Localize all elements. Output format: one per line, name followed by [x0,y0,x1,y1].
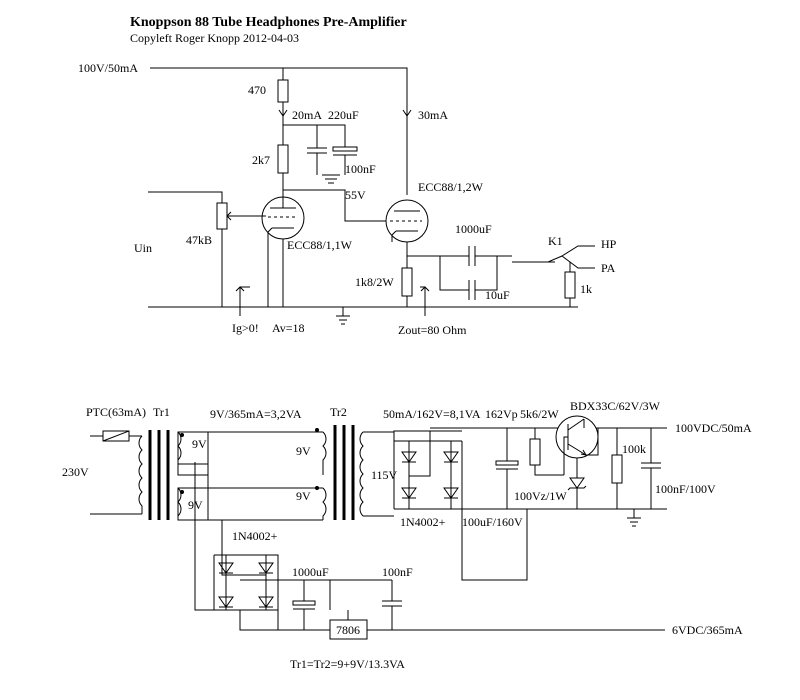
transistor-label: BDX33C/62V/3W [570,399,661,413]
tr2-core [333,425,355,520]
tr2-9v-a-label: 9V [296,444,311,458]
transistor-symbol [555,415,599,459]
resistor-2k7 [277,144,289,174]
diode-lv2 [218,596,234,608]
resistor-100k [611,454,623,484]
gain-label: Av=18 [272,321,305,335]
out-hv-label: 100VDC/50mA [675,421,752,435]
power-supply-circuit: PTC(63mA) Tr1 230V 9V 9V 9V/365mA=3,2VA … [62,399,752,671]
supply-label: 100V/50mA [78,61,138,75]
bridge-lv-label: 1N4002+ [232,529,278,543]
out-lv-label: 6VDC/365mA [672,623,743,637]
r-series-label: 5k6/2W [520,407,559,421]
diode-hv1 [401,451,417,463]
cap-lv-label: 1000uF [292,565,329,579]
resistor-1k8 [401,267,413,297]
tube2-label: ECC88/1,2W [418,180,484,194]
regulator-label: 7806 [336,623,360,637]
tr2-label: Tr2 [330,405,347,419]
amplifier-circuit: 100V/50mA 470 20mA 220uF 100nF 2k7 55V 3… [78,61,617,337]
cap-hv-out-label: 100nF/100V [655,482,716,496]
diode-lv4 [258,596,274,608]
ptc-label: PTC(63mA) [86,405,146,419]
input-label: Uin [134,241,152,255]
cap-hv-out-symbol [641,428,661,509]
r-load-label: 1k [580,282,592,296]
zout-label: Zout=80 Ohm [398,323,467,337]
footnote-label: Tr1=Tr2=9+9V/13.3VA [290,657,405,671]
current-stage2-label: 30mA [418,108,448,122]
tr1-label: Tr1 [153,405,170,419]
schematic-subtitle: Copyleft Roger Knopp 2012-04-03 [130,31,299,45]
diode-hv4 [443,487,459,499]
cap-lv2-label: 100nF [382,565,413,579]
r-bleed-label: 100k [622,442,646,456]
pot-label: 47kB [186,233,212,247]
bridge-hv-label: 1N4002+ [400,515,446,529]
cap-220uf-symbol [332,146,358,152]
diode-hv3 [443,451,459,463]
cap-1000uf-out-symbol [468,246,476,266]
r-anode-label: 2k7 [252,153,270,167]
cap-lv-symbol [292,600,316,606]
cap-10uf-out-symbol [468,280,476,300]
mains-label: 230V [62,465,89,479]
r-cathode-label: 1k8/2W [355,275,394,289]
r-top-label: 470 [248,83,266,97]
tr1-9v-a-label: 9V [192,437,207,451]
tr2-primary-b [322,487,327,520]
resistor-1k [564,271,576,299]
hp-label: HP [601,237,617,251]
resistor-5k6 [529,438,541,466]
cap-big-label: 220uF [328,108,359,122]
pa-label: PA [601,261,616,275]
cap-hv-symbol [495,460,519,466]
zener-diode [569,477,585,489]
tr2-9v-b-label: 9V [296,489,311,503]
hv-rating-label: 50mA/162V=8,1VA [383,407,481,421]
relay-label: K1 [548,234,563,248]
cap-hv-label: 100uF/160V [462,515,523,529]
grid-note-label: Ig>0! [232,321,259,335]
tr1-core [148,430,170,520]
current-stage1-label: 20mA [292,108,322,122]
resistor-470 [277,79,289,103]
diode-hv2 [401,487,417,499]
vpeak-label: 162Vp [485,407,518,421]
tube1-label: ECC88/1,1W [287,238,353,252]
v-anode-label: 55V [345,188,366,202]
tr1-primary [138,435,143,514]
cap-lv2-symbol [382,580,402,630]
schematic-title: Knoppson 88 Tube Headphones Pre-Amplifie… [130,15,407,30]
zener-label: 100Vz/1W [514,489,567,503]
tr2-secondary [359,431,364,517]
diode-lv1 [218,562,234,574]
cap-out-label: 1000uF [455,222,492,236]
diode-lv3 [258,562,274,574]
sec-rating-label: 9V/365mA=3,2VA [210,407,302,421]
v115-label: 115V [371,468,398,482]
potentiometer-47k [216,202,228,230]
tr2-primary-a [322,431,327,475]
cap-100nf-symbol [307,147,327,154]
cap-out2-label: 10uF [485,288,510,302]
cap-small-label: 100nF [345,162,376,176]
